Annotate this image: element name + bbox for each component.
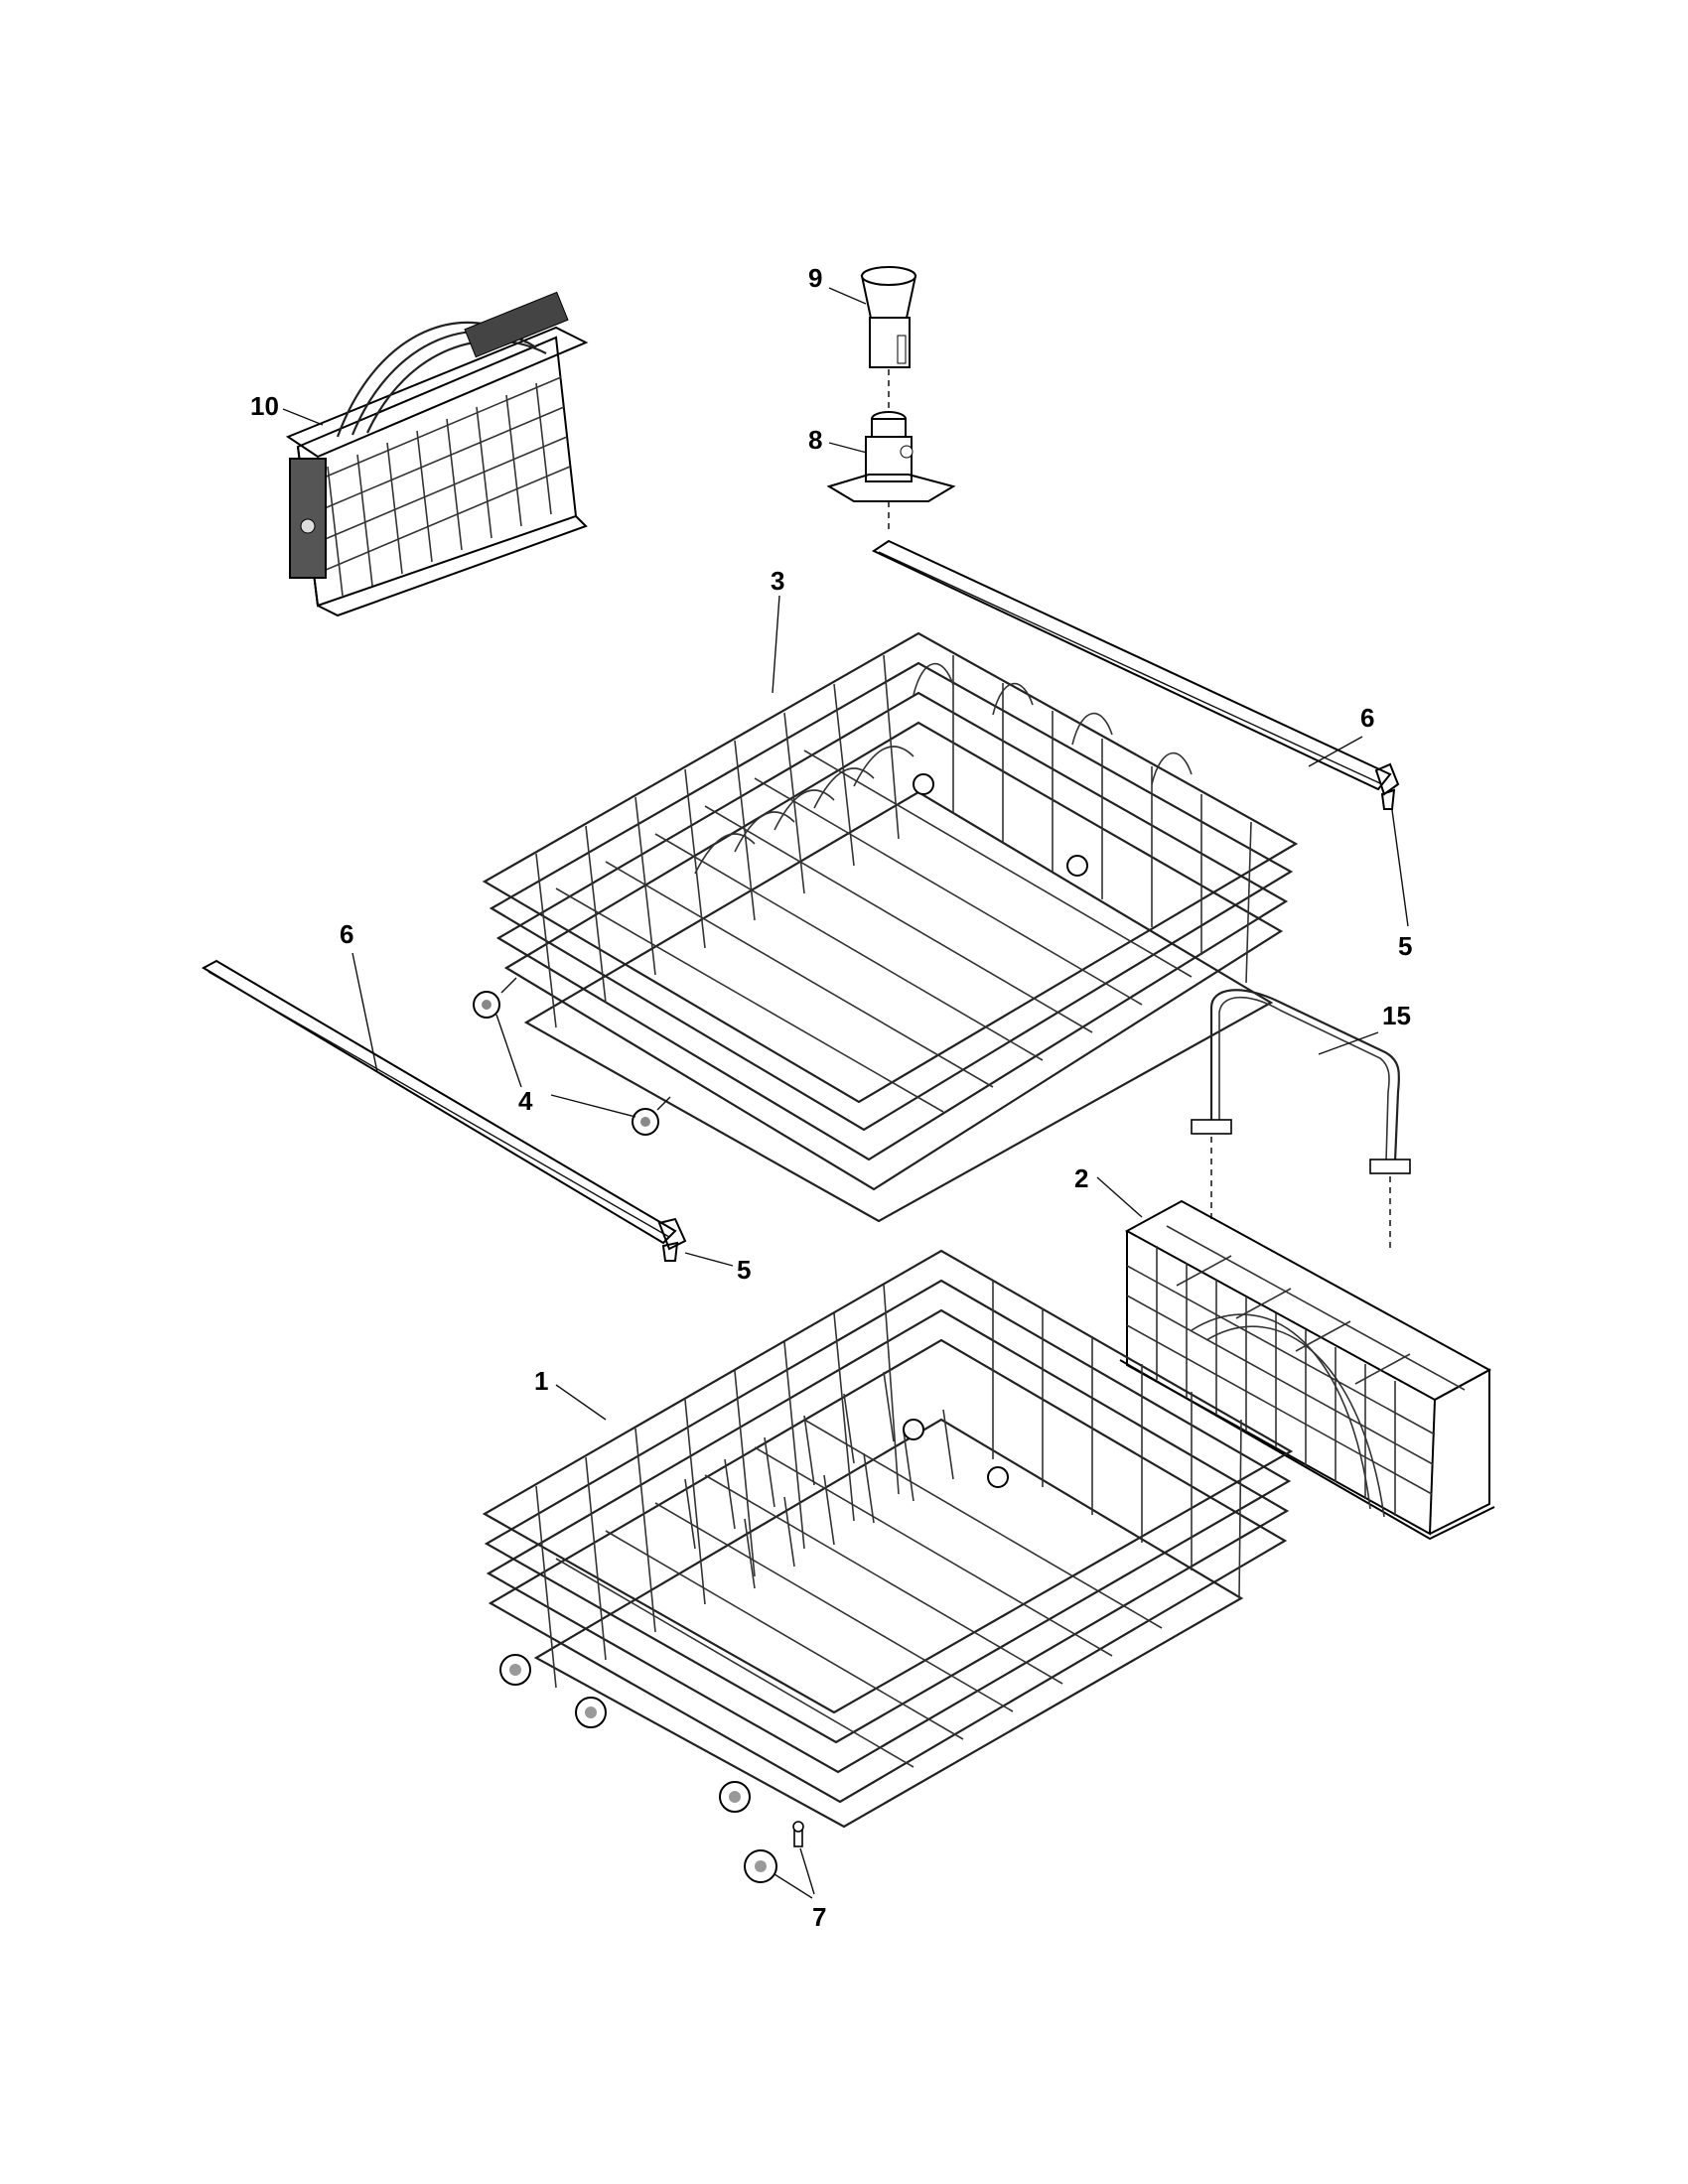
leader-5-upper [1391, 809, 1409, 927]
part-1-lower-rack [482, 1249, 1294, 1829]
leader-15 [1318, 1031, 1379, 1055]
callout-8: 8 [808, 425, 822, 455]
part-6-rail-left [201, 959, 687, 1262]
part-9-nozzle [860, 266, 917, 412]
callout-7: 7 [812, 1902, 826, 1932]
leader-5-left [684, 1252, 734, 1267]
leader-1 [555, 1384, 607, 1421]
callout-3: 3 [771, 566, 784, 596]
leader-9 [828, 287, 867, 305]
callout-6-upper: 6 [1360, 703, 1374, 733]
part-8-nozzle-mount [826, 411, 956, 531]
callout-2: 2 [1074, 1163, 1088, 1193]
leader-4 [495, 1014, 636, 1118]
part-4-wheels [473, 977, 671, 1136]
callout-6-left: 6 [340, 919, 353, 949]
part-10-silverware-basket [285, 291, 589, 617]
callout-5-left: 5 [737, 1255, 751, 1285]
leader-8 [828, 442, 868, 454]
leader-2 [1096, 1176, 1143, 1218]
leader-6-left [352, 952, 378, 1073]
part-2-cutlery-basket [1119, 1199, 1495, 1541]
leader-10 [282, 408, 324, 426]
callout-4: 4 [518, 1086, 533, 1116]
part-15-basket-handle [1191, 989, 1411, 1251]
callout-10: 10 [250, 391, 279, 421]
part-3-upper-rack [482, 631, 1299, 1223]
leader-3 [772, 595, 780, 694]
callout-9: 9 [808, 263, 822, 293]
leader-7 [774, 1847, 815, 1899]
part-7-wheel-axle [744, 1821, 804, 1883]
leader-6-upper [1308, 736, 1363, 767]
part-6-rail-upper [871, 539, 1400, 810]
callout-5-upper: 5 [1398, 931, 1412, 961]
callout-15: 15 [1382, 1001, 1411, 1030]
callout-1: 1 [534, 1366, 548, 1396]
